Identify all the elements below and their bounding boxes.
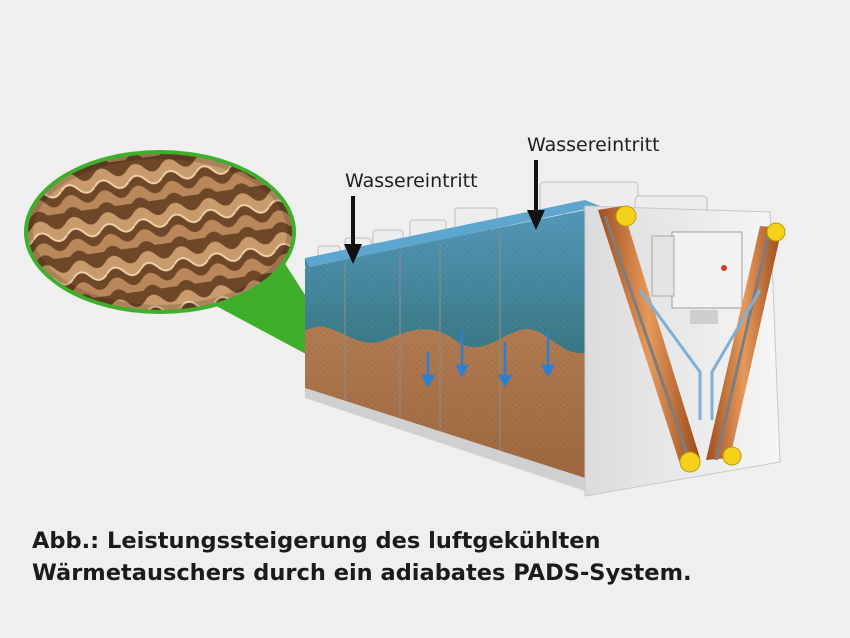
water-inlet-arrows (344, 160, 545, 264)
control-cabinet (671, 231, 743, 309)
figure-caption: Abb.: Leistungssteigerung des luftgekühl… (32, 525, 822, 589)
heat-exchanger-unit (305, 181, 786, 497)
yellow-connectors (615, 205, 786, 473)
water-inlet-label-left: Wassereintritt (345, 170, 478, 192)
magnifier-lens (24, 150, 296, 314)
caption-line-2: Wärmetauschers durch ein adiabates PADS-… (32, 560, 692, 586)
water-inlet-label-right: Wassereintritt (527, 134, 660, 156)
water-flow-arrows (420, 330, 556, 388)
caption-line-1: Abb.: Leistungssteigerung des luftgekühl… (32, 528, 601, 554)
copper-coils (598, 206, 782, 464)
